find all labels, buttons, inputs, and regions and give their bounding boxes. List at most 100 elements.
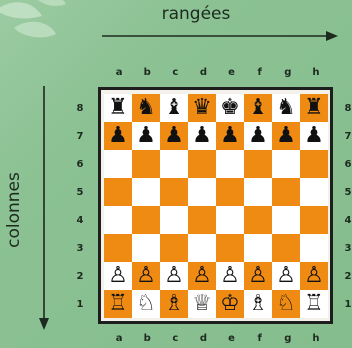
square-f7[interactable]: ♟ bbox=[244, 122, 272, 150]
square-f6[interactable] bbox=[244, 150, 272, 178]
square-e8[interactable]: ♚ bbox=[216, 94, 244, 122]
file-label: c bbox=[161, 333, 189, 344]
square-a7[interactable]: ♟ bbox=[104, 122, 132, 150]
square-a6[interactable] bbox=[104, 150, 132, 178]
square-c6[interactable] bbox=[160, 150, 188, 178]
file-label: f bbox=[246, 333, 274, 344]
down-arrow-icon bbox=[39, 86, 49, 330]
square-a4[interactable] bbox=[104, 206, 132, 234]
square-g8[interactable]: ♞ bbox=[272, 94, 300, 122]
square-d2[interactable]: ♙ bbox=[188, 262, 216, 290]
file-label: e bbox=[218, 333, 246, 344]
square-e3[interactable] bbox=[216, 234, 244, 262]
square-h4[interactable] bbox=[300, 206, 328, 234]
rank-label: 6 bbox=[74, 150, 86, 178]
square-a3[interactable] bbox=[104, 234, 132, 262]
square-d3[interactable] bbox=[188, 234, 216, 262]
square-a1[interactable]: ♖ bbox=[104, 290, 132, 318]
square-a5[interactable] bbox=[104, 178, 132, 206]
square-e4[interactable] bbox=[216, 206, 244, 234]
square-f5[interactable] bbox=[244, 178, 272, 206]
square-b5[interactable] bbox=[132, 178, 160, 206]
rank-labels-right: 8 7 6 5 4 3 2 1 bbox=[342, 94, 352, 318]
file-label: h bbox=[302, 333, 330, 344]
square-e5[interactable] bbox=[216, 178, 244, 206]
square-e7[interactable]: ♟ bbox=[216, 122, 244, 150]
rank-label: 3 bbox=[74, 234, 86, 262]
square-h3[interactable] bbox=[300, 234, 328, 262]
square-f1[interactable]: ♗ bbox=[244, 290, 272, 318]
square-h5[interactable] bbox=[300, 178, 328, 206]
square-g7[interactable]: ♟ bbox=[272, 122, 300, 150]
rank-label: 5 bbox=[342, 178, 352, 206]
square-c5[interactable] bbox=[160, 178, 188, 206]
square-d5[interactable] bbox=[188, 178, 216, 206]
square-b2[interactable]: ♙ bbox=[132, 262, 160, 290]
file-label: d bbox=[189, 67, 217, 78]
square-a8[interactable]: ♜ bbox=[104, 94, 132, 122]
rank-label: 7 bbox=[74, 122, 86, 150]
rank-label: 1 bbox=[342, 290, 352, 318]
square-f2[interactable]: ♙ bbox=[244, 262, 272, 290]
rank-label: 2 bbox=[74, 262, 86, 290]
square-d7[interactable]: ♟ bbox=[188, 122, 216, 150]
file-label: b bbox=[133, 333, 161, 344]
right-arrow-icon bbox=[102, 31, 338, 41]
square-d4[interactable] bbox=[188, 206, 216, 234]
file-label: b bbox=[133, 67, 161, 78]
square-a2[interactable]: ♙ bbox=[104, 262, 132, 290]
file-label: e bbox=[218, 67, 246, 78]
square-c8[interactable]: ♝ bbox=[160, 94, 188, 122]
square-g1[interactable]: ♘ bbox=[272, 290, 300, 318]
square-c3[interactable] bbox=[160, 234, 188, 262]
square-h7[interactable]: ♟ bbox=[300, 122, 328, 150]
rank-label: 8 bbox=[74, 94, 86, 122]
rank-label: 7 bbox=[342, 122, 352, 150]
square-h8[interactable]: ♜ bbox=[300, 94, 328, 122]
square-g6[interactable] bbox=[272, 150, 300, 178]
square-b4[interactable] bbox=[132, 206, 160, 234]
square-g3[interactable] bbox=[272, 234, 300, 262]
file-label: a bbox=[105, 333, 133, 344]
square-h6[interactable] bbox=[300, 150, 328, 178]
square-b3[interactable] bbox=[132, 234, 160, 262]
rank-label: 3 bbox=[342, 234, 352, 262]
square-e6[interactable] bbox=[216, 150, 244, 178]
square-b8[interactable]: ♞ bbox=[132, 94, 160, 122]
square-c4[interactable] bbox=[160, 206, 188, 234]
square-f4[interactable] bbox=[244, 206, 272, 234]
square-g5[interactable] bbox=[272, 178, 300, 206]
square-c1[interactable]: ♗ bbox=[160, 290, 188, 318]
file-label: f bbox=[246, 67, 274, 78]
square-c2[interactable]: ♙ bbox=[160, 262, 188, 290]
rank-label: 4 bbox=[74, 206, 86, 234]
rank-labels-left: 8 7 6 5 4 3 2 1 bbox=[74, 94, 86, 318]
square-b7[interactable]: ♟ bbox=[132, 122, 160, 150]
square-h2[interactable]: ♙ bbox=[300, 262, 328, 290]
rank-label: 4 bbox=[342, 206, 352, 234]
file-labels-bottom: a b c d e f g h bbox=[105, 333, 330, 344]
square-h1[interactable]: ♖ bbox=[300, 290, 328, 318]
file-labels-top: a b c d e f g h bbox=[105, 67, 330, 78]
square-e1[interactable]: ♔ bbox=[216, 290, 244, 318]
file-label: g bbox=[274, 333, 302, 344]
square-d1[interactable]: ♕ bbox=[188, 290, 216, 318]
rank-label: 8 bbox=[342, 94, 352, 122]
square-e2[interactable]: ♙ bbox=[216, 262, 244, 290]
square-f3[interactable] bbox=[244, 234, 272, 262]
square-g4[interactable] bbox=[272, 206, 300, 234]
square-b1[interactable]: ♘ bbox=[132, 290, 160, 318]
square-c7[interactable]: ♟ bbox=[160, 122, 188, 150]
rank-label: 5 bbox=[74, 178, 86, 206]
rank-label: 2 bbox=[342, 262, 352, 290]
square-b6[interactable] bbox=[132, 150, 160, 178]
square-f8[interactable]: ♝ bbox=[244, 94, 272, 122]
file-label: g bbox=[274, 67, 302, 78]
rank-label: 6 bbox=[342, 150, 352, 178]
square-d8[interactable]: ♛ bbox=[188, 94, 216, 122]
file-label: a bbox=[105, 67, 133, 78]
square-d6[interactable] bbox=[188, 150, 216, 178]
square-g2[interactable]: ♙ bbox=[272, 262, 300, 290]
file-label: d bbox=[189, 333, 217, 344]
